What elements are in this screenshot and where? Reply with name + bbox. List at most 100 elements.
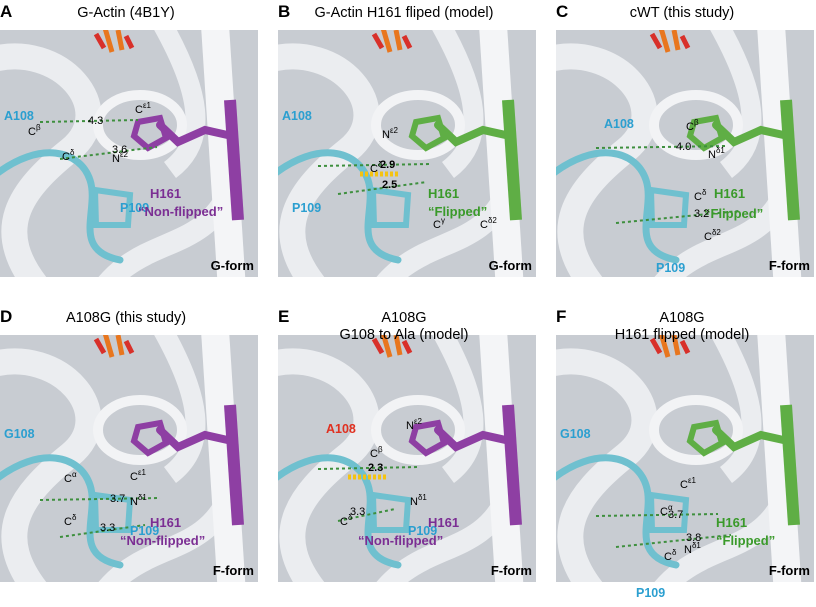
atom-label: Nδ1	[684, 541, 701, 556]
distance-value: 2.9	[380, 159, 395, 171]
h161-label: H161	[150, 186, 181, 201]
form-label: F-form	[769, 563, 810, 578]
h161-sidechain	[434, 426, 514, 452]
distance-value: 2.3	[368, 462, 383, 474]
atom-label: Nε2	[382, 126, 399, 141]
form-label: F-form	[491, 563, 532, 578]
h161-state-label: “Non-flipped”	[138, 204, 223, 219]
panel-title: A108G	[659, 310, 704, 326]
helix-ribbon	[556, 348, 658, 582]
atom-label: Cδ	[64, 513, 77, 528]
h161-sidechain	[156, 426, 236, 452]
atom-label: Cε1	[135, 101, 152, 116]
p109-loop	[278, 149, 402, 264]
panel-letter: E	[278, 307, 289, 326]
loop-ribbon	[710, 30, 762, 178]
p109-label: P109	[292, 201, 321, 215]
atom-label: Cδ2	[704, 228, 721, 243]
helix-ribbon	[0, 43, 102, 277]
h161-backbone	[224, 404, 244, 526]
nucleotide-oxygens	[93, 337, 135, 355]
residue-108-label: G108	[560, 427, 591, 441]
panel-title: G-Actin (4B1Y)	[77, 5, 175, 21]
ribbon-artwork	[0, 335, 246, 582]
nucleotide-sticks	[658, 335, 681, 358]
distance-value: 3.3	[350, 506, 365, 518]
atom-label: Cδ	[370, 160, 383, 175]
proline-ring	[369, 491, 412, 533]
panel-title: H161 flipped (model)	[615, 327, 750, 343]
p109-loop	[556, 149, 680, 264]
distance-line	[595, 513, 719, 517]
atom-label: Cδ	[664, 548, 677, 563]
p109-loop	[0, 149, 124, 264]
helix-turn	[371, 90, 465, 160]
atom-label: Cδ	[340, 513, 353, 528]
nucleotide-oxygens	[371, 32, 413, 50]
h161-imidazole	[130, 114, 170, 152]
form-label: G-form	[211, 258, 254, 273]
atom-label: Cδ2	[480, 216, 497, 231]
h161-backbone	[780, 404, 800, 526]
form-label: F-form	[213, 563, 254, 578]
proline-ring	[369, 186, 412, 228]
helix-ribbon	[556, 43, 658, 277]
p109-label: P109	[130, 524, 159, 538]
ribbon-artwork	[556, 30, 802, 277]
residue-108-label: A108	[604, 117, 634, 131]
form-label: G-form	[489, 258, 532, 273]
distance-value: 3.6	[112, 144, 127, 156]
distance-line	[595, 145, 727, 149]
h161-state-label: “Non-flipped”	[120, 533, 205, 548]
h161-backbone	[224, 99, 244, 221]
residue-108-label: A108	[326, 422, 356, 436]
distance-value: 4.0	[676, 141, 691, 153]
nucleotide-sticks	[102, 30, 125, 53]
proline-ring	[647, 491, 690, 533]
h161-sidechain	[712, 426, 792, 452]
distance-value: 3.3	[100, 522, 115, 534]
h161-label: H161	[428, 186, 459, 201]
h161-state-label: “Flipped”	[716, 533, 775, 548]
atom-label: Nδ1	[410, 493, 427, 508]
panel-title: G-Actin H161 fliped (model)	[315, 5, 494, 21]
panel-title: cWT (this study)	[630, 5, 734, 21]
atom-label: Cβ	[686, 118, 699, 133]
h161-imidazole	[408, 114, 448, 152]
h161-label: H161	[716, 515, 747, 530]
distance-line	[337, 181, 428, 195]
helix-ribbon	[278, 348, 380, 582]
atom-label: Cα	[660, 503, 673, 518]
p109-loop	[0, 454, 124, 569]
h161-sidechain	[434, 121, 514, 147]
h161-backbone	[780, 99, 800, 221]
distance-value: 3.7	[668, 509, 683, 521]
h161-state-label: “Non-flipped”	[358, 533, 443, 548]
ribbon-artwork	[556, 335, 802, 582]
distance-value: 2.5	[382, 179, 397, 191]
atom-label: Cε1	[130, 468, 147, 483]
atom-label: Nε2	[406, 417, 423, 432]
helix-ribbon	[278, 43, 380, 277]
nucleotide-sticks	[380, 30, 403, 53]
p109-label: P109	[656, 261, 685, 275]
distance-line	[317, 163, 431, 167]
p109-loop	[556, 454, 680, 569]
distance-value: 4.3	[88, 115, 103, 127]
loop-ribbon	[710, 335, 762, 483]
h161-imidazole	[686, 419, 726, 457]
panel-letter: D	[0, 307, 12, 326]
h161-imidazole	[686, 114, 726, 152]
h161-state-label: “Flipped”	[428, 204, 487, 219]
nucleotide-sticks	[102, 335, 125, 358]
atom-label: Cγ	[433, 216, 445, 231]
atom-label: Cδ	[62, 148, 75, 163]
distance-value: 3.8	[686, 532, 701, 544]
distance-value: 3.7	[110, 493, 125, 505]
panel-letter: C	[556, 2, 568, 21]
proline-ring	[91, 186, 134, 228]
